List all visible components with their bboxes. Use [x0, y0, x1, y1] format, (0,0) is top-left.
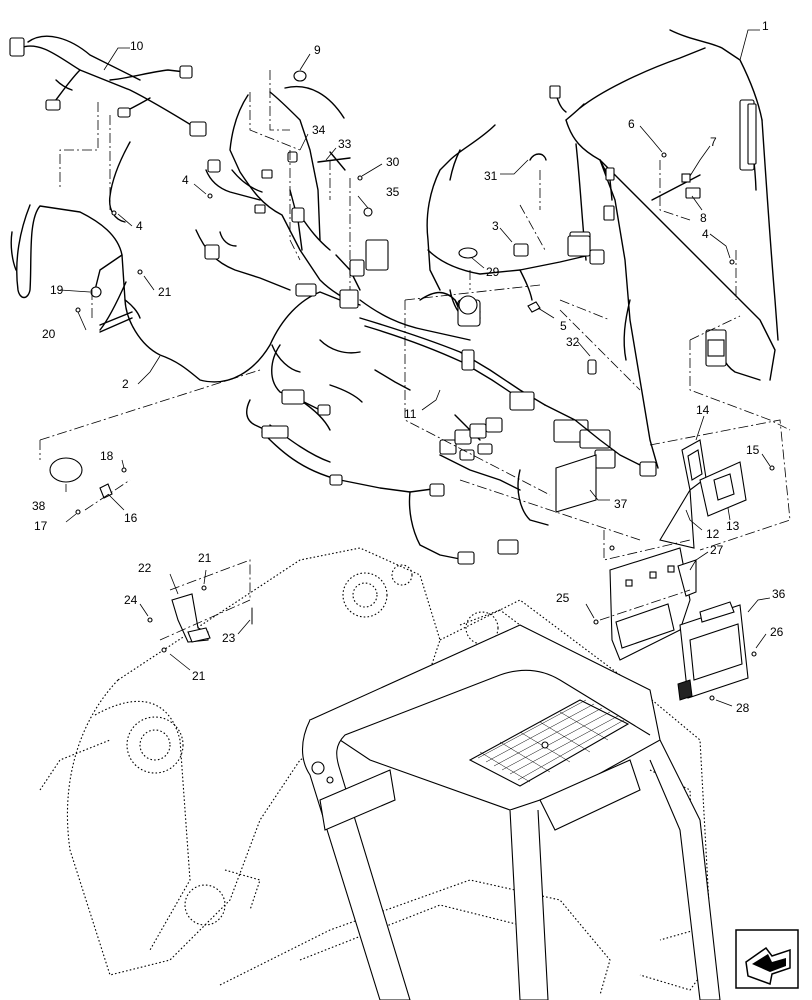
- harness-10: [9, 35, 207, 137]
- callout-14: 14: [696, 403, 710, 417]
- callout-30: 30: [386, 155, 400, 169]
- callout-10: 10: [130, 39, 144, 53]
- harness-2: [10, 86, 471, 383]
- callout-4a: 4: [182, 173, 189, 187]
- phantom-lines: [39, 70, 791, 641]
- callout-24: 24: [124, 593, 138, 607]
- harness-11: [246, 291, 641, 565]
- loose-parts: [49, 70, 775, 701]
- callout-3: 3: [492, 219, 499, 233]
- callout-15: 15: [746, 443, 760, 457]
- callout-2: 2: [122, 377, 129, 391]
- callout-33: 33: [338, 137, 352, 151]
- callout-32: 32: [566, 335, 580, 349]
- callout-5: 5: [560, 319, 567, 333]
- callout-37: 37: [614, 497, 628, 511]
- callout-27: 27: [710, 543, 724, 557]
- callout-20: 20: [42, 327, 56, 341]
- callout-labels: 1 2 3 4 4 4 5 6 7 8 9 10 11 12 13 14 15 …: [32, 19, 786, 715]
- callout-6: 6: [628, 117, 635, 131]
- callout-21a: 21: [158, 285, 172, 299]
- callout-17: 17: [34, 519, 48, 533]
- callout-22: 22: [138, 561, 152, 575]
- callout-1: 1: [762, 19, 769, 33]
- callout-34: 34: [312, 123, 326, 137]
- callout-8: 8: [700, 211, 707, 225]
- callout-21b: 21: [198, 551, 212, 565]
- callout-26: 26: [770, 625, 784, 639]
- callout-23: 23: [222, 631, 236, 645]
- callout-25: 25: [556, 591, 570, 605]
- callout-13: 13: [726, 519, 740, 533]
- callout-4c: 4: [702, 227, 709, 241]
- callout-4b: 4: [136, 219, 143, 233]
- callout-31: 31: [484, 169, 498, 183]
- callout-16: 16: [124, 511, 138, 525]
- page-forward-arrow-icon[interactable]: [735, 929, 799, 989]
- callout-35: 35: [386, 185, 400, 199]
- callout-9: 9: [314, 43, 321, 57]
- callout-12: 12: [706, 527, 720, 541]
- callout-29: 29: [486, 265, 500, 279]
- callout-18: 18: [100, 449, 114, 463]
- callout-7: 7: [710, 135, 717, 149]
- callout-36: 36: [772, 587, 786, 601]
- callout-21c: 21: [192, 669, 206, 683]
- harness-mid: [426, 124, 605, 327]
- connector-icon: [9, 37, 25, 57]
- operator-cab: [301, 624, 721, 1000]
- callout-28: 28: [736, 701, 750, 715]
- leader-lines: [59, 29, 771, 707]
- callout-19: 19: [50, 283, 64, 297]
- callout-38: 38: [32, 499, 46, 513]
- callout-11: 11: [404, 407, 417, 421]
